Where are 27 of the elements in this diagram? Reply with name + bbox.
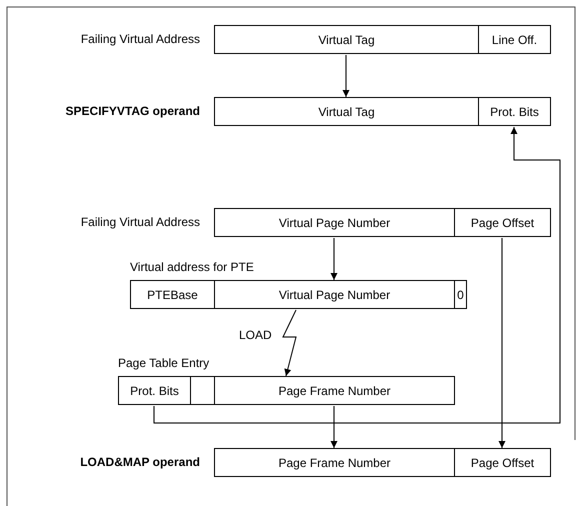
- arrow: [282, 310, 297, 376]
- arrow: [342, 54, 350, 98]
- register-field: Virtual Page Number: [214, 208, 455, 237]
- register-field: Prot. Bits: [118, 376, 191, 405]
- register-label: SPECIFYVTAG operand: [66, 104, 200, 118]
- register-field: Virtual Page Number: [214, 280, 455, 309]
- register-label: Page Table Entry: [118, 356, 210, 370]
- register-field: Line Off.: [478, 25, 551, 54]
- register-field: Page Frame Number: [214, 376, 455, 405]
- register-label: LOAD&MAP operand: [80, 455, 200, 469]
- register-field: Virtual Tag: [214, 97, 479, 126]
- arrow: [498, 238, 506, 448]
- register-label: Failing Virtual Address: [80, 32, 200, 46]
- arrow: [330, 406, 338, 448]
- register-field: Page Offset: [454, 448, 551, 477]
- edge-label: LOAD: [238, 328, 273, 342]
- register-field: Page Frame Number: [214, 448, 455, 477]
- register-field: PTEBase: [130, 280, 215, 309]
- register-field: Prot. Bits: [478, 97, 551, 126]
- register-field: Virtual Tag: [214, 25, 479, 54]
- register-field: Page Offset: [454, 208, 551, 237]
- register-label: Virtual address for PTE: [130, 260, 254, 274]
- arrow: [154, 126, 560, 424]
- arrow: [330, 238, 338, 280]
- empty-field: [190, 376, 215, 405]
- register-field: 0: [454, 280, 467, 309]
- register-label: Failing Virtual Address: [80, 215, 200, 229]
